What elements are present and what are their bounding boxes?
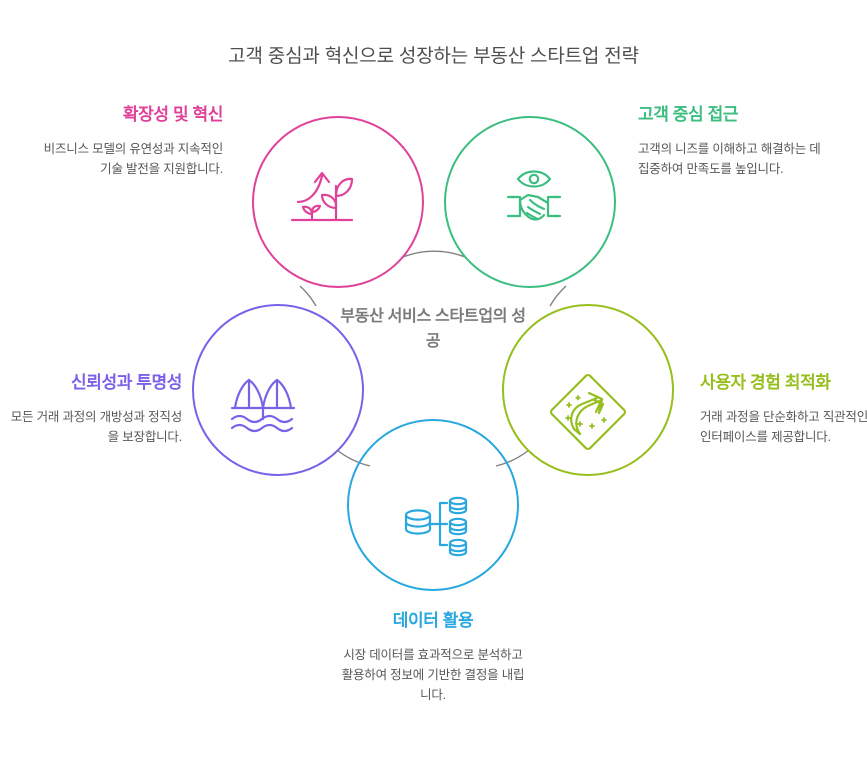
label-block-trust-transparency[interactable]: 신뢰성과 투명성 모든 거래 과정의 개방성과 정직성을 보장합니다.	[10, 372, 183, 447]
eye-handshake-icon	[506, 170, 562, 221]
circle-customer-centric[interactable]	[444, 116, 616, 288]
label-body-customer-centric: 고객의 니즈를 이해하고 해결하는 데 집중하여 만족도를 높입니다.	[638, 142, 821, 176]
circle-trust-transparency[interactable]	[192, 304, 364, 476]
label-block-customer-centric[interactable]: 고객 중심 접근 고객의 니즈를 이해하고 해결하는 데 집중하여 만족도를 높…	[638, 104, 828, 179]
connector-scalability-customer	[402, 250, 466, 258]
connector-arcs	[299, 250, 567, 467]
circle-scalability[interactable]	[252, 116, 424, 288]
page-title: 고객 중심과 혁신으로 성장하는 부동산 스타트업 전략	[228, 46, 639, 67]
label-block-scalability[interactable]: 확장성 및 혁신 비즈니스 모델의 유연성과 지속적인 기술 발전을 지원합니다…	[35, 104, 224, 179]
label-body-ux-optimization: 거래 과정을 단순화하고 직관적인 인터페이스를 제공합니다.	[700, 410, 867, 444]
label-body-data-utilization: 시장 데이터를 효과적으로 분석하고 활용하여 정보에 기반한 결정을 내립니다…	[341, 648, 525, 702]
connector-customer-ux	[549, 285, 567, 307]
label-heading-data-utilization: 데이터 활용	[392, 611, 474, 630]
venn-circles	[192, 116, 674, 591]
label-block-ux-optimization[interactable]: 사용자 경험 최적화 거래 과정을 단순화하고 직관적인 인터페이스를 제공합니…	[700, 372, 867, 447]
circle-ux-optimization[interactable]	[502, 304, 674, 476]
label-body-scalability: 비즈니스 모델의 유연성과 지속적인 기술 발전을 지원합니다.	[43, 142, 224, 176]
sparkle-arrow-icon	[549, 373, 627, 451]
bridge-icon	[230, 378, 296, 433]
label-block-data-utilization[interactable]: 데이터 활용 시장 데이터를 효과적으로 분석하고 활용하여 정보에 기반한 결…	[338, 610, 528, 705]
label-heading-ux-optimization: 사용자 경험 최적화	[700, 373, 831, 392]
connector-scalability-trust	[299, 285, 317, 307]
label-heading-customer-centric: 고객 중심 접근	[638, 105, 739, 124]
label-heading-trust-transparency: 신뢰성과 투명성	[70, 373, 182, 392]
plant-growth-icon	[290, 171, 354, 222]
label-heading-scalability: 확장성 및 혁신	[122, 105, 223, 124]
database-network-icon	[404, 496, 468, 557]
label-body-trust-transparency: 모든 거래 과정의 개방성과 정직성을 보장합니다.	[10, 410, 182, 444]
circle-data-utilization[interactable]	[347, 419, 519, 591]
